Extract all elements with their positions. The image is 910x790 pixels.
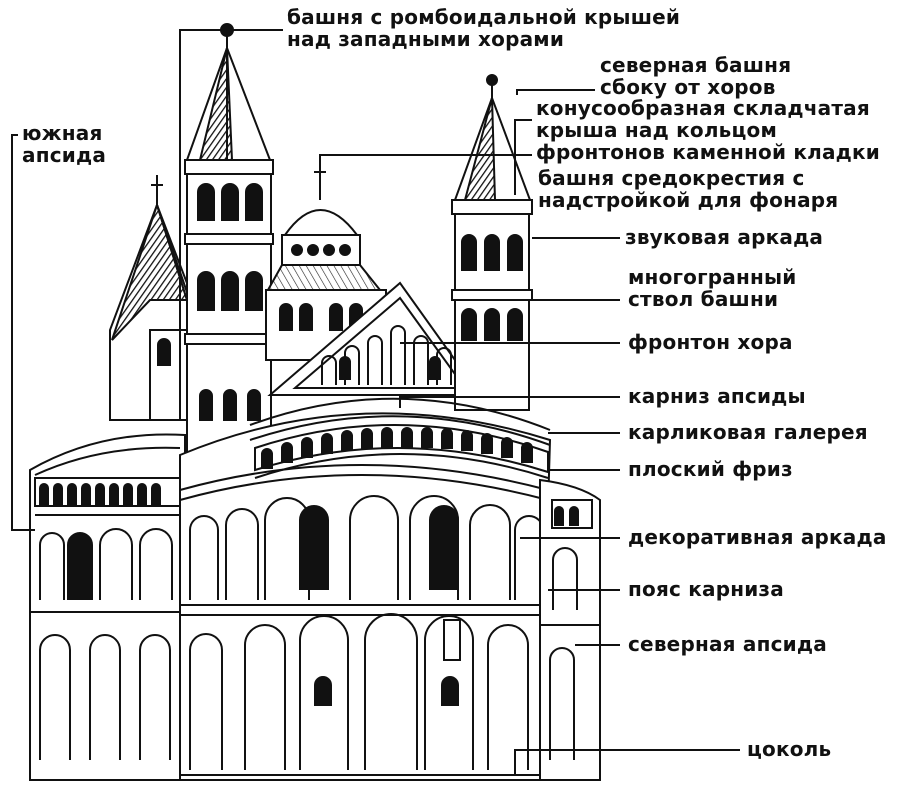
label-west-tower: башня с ромбоидальной крышей над западны…: [287, 6, 680, 50]
north-apse: [539, 478, 601, 781]
central-apse: [179, 397, 552, 781]
label-crossing-tower-line-1: башня средокрестия с: [538, 166, 805, 190]
label-crossing-tower: башня средокрестия с надстройкой для фон…: [538, 167, 838, 211]
label-south-apse-line-1: южная: [22, 121, 103, 145]
label-tower-shaft-line-1: многогранный: [628, 265, 797, 289]
south-apse: [29, 433, 186, 781]
label-tower-shaft-line-2: ствол башни: [628, 287, 779, 311]
label-north-apse: северная апсида: [628, 632, 827, 656]
label-apse-cornice: карниз апсиды: [628, 384, 806, 408]
label-choir-gable: фронтон хора: [628, 330, 793, 354]
label-plinth: цоколь: [747, 737, 832, 761]
label-cornice-belt: пояс карниза: [628, 577, 784, 601]
label-flat-frieze: плоский фриз: [628, 457, 793, 481]
label-tower-shaft: многогранный ствол башни: [628, 266, 797, 310]
label-north-tower: северная башня сбоку от хоров: [600, 54, 791, 98]
label-cone-roof-line-3: фронтонов каменной кладки: [536, 140, 881, 164]
label-west-tower-line-1: башня с ромбоидальной крышей: [287, 5, 681, 29]
label-north-tower-line-2: сбоку от хоров: [600, 75, 776, 99]
north-tower: [451, 74, 533, 411]
label-south-apse: южная апсида: [22, 122, 106, 166]
label-crossing-tower-line-2: надстройкой для фонаря: [538, 188, 839, 212]
label-cone-roof-line-2: крыша над кольцом: [536, 118, 778, 142]
label-sound-arcade: звуковая аркада: [625, 225, 824, 249]
label-west-tower-line-2: над западными хорами: [287, 27, 565, 51]
label-cone-roof-line-1: конусообразная складчатая: [536, 96, 870, 120]
label-blind-arcade: декоративная аркада: [628, 525, 887, 549]
leader-lines: [11, 29, 740, 775]
label-dwarf-gallery: карликовая галерея: [628, 420, 868, 444]
label-cone-roof: конусообразная складчатая крыша над коль…: [536, 97, 880, 163]
west-tower: [184, 23, 274, 455]
label-south-apse-line-2: апсида: [22, 143, 107, 167]
label-north-tower-line-1: северная башня: [600, 53, 792, 77]
